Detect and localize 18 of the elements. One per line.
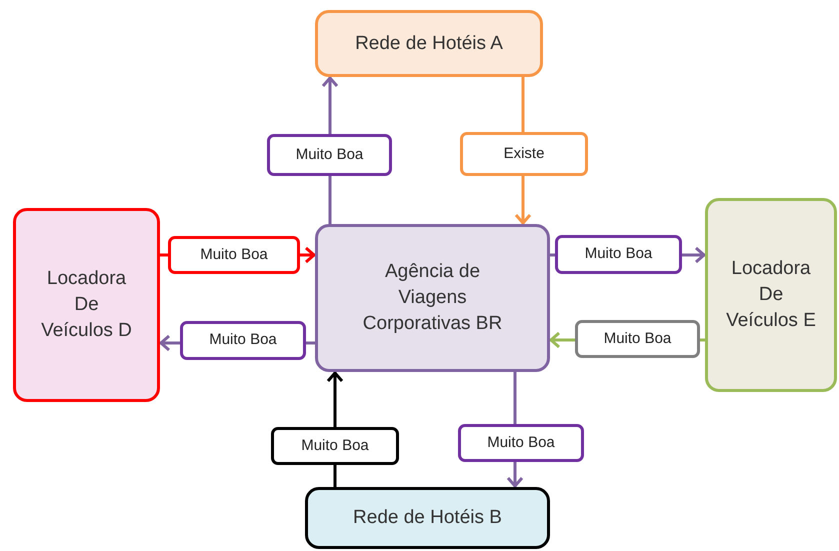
edge-label: Muito Boa [180, 321, 306, 360]
edge-label: Muito Boa [271, 427, 399, 465]
edge-label: Existe [460, 132, 588, 176]
process-box [13, 208, 160, 402]
box-label: Locadora De Veículos E [725, 257, 817, 333]
process-box [315, 224, 550, 372]
edge-label: Muito Boa [168, 236, 300, 274]
process-box [305, 487, 550, 549]
edge-label: Muito Boa [575, 320, 700, 358]
box-label: Locadora De Veículos D [40, 267, 132, 343]
box-label: Agência de Viagens Corporativas BR [362, 260, 504, 336]
box-label: Rede de Hotéis B [352, 506, 503, 530]
edge-label: Muito Boa [555, 235, 682, 274]
edge-label: Muito Boa [458, 424, 584, 462]
box-label: Rede de Hotéis A [354, 32, 504, 56]
edge-label: Muito Boa [267, 134, 392, 176]
process-box [705, 198, 837, 392]
process-box [315, 10, 543, 77]
